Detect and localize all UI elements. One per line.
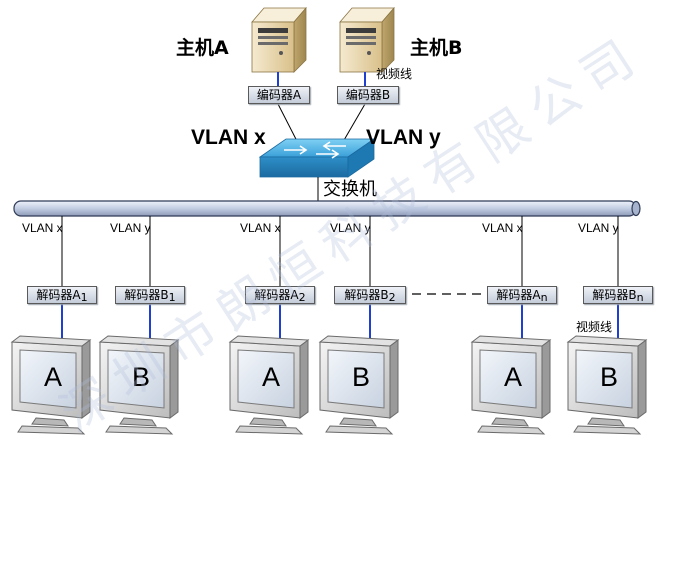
decoder-index: 2 <box>388 291 396 304</box>
encoder-b: 编码器B <box>337 86 399 104</box>
decoder-box: 解码器B2 <box>334 286 406 304</box>
decoder-label: 解码器A <box>496 288 541 302</box>
host-b-label: 主机B <box>410 37 463 59</box>
decoder-index: n <box>540 291 548 304</box>
host-a-computer-icon <box>251 6 307 73</box>
decoder-index: n <box>636 291 644 304</box>
vlan-x-label: VLAN x <box>191 126 266 149</box>
drop-vlan-label: VLAN x <box>482 221 523 235</box>
decoder-box: 解码器A1 <box>27 286 97 304</box>
monitor-letter: B <box>599 362 618 392</box>
vlan-y-label: VLAN y <box>366 126 441 149</box>
decoder-index: 1 <box>168 291 176 304</box>
drop-vlan-label: VLAN x <box>240 221 281 235</box>
network-switch-icon <box>258 138 376 178</box>
monitor-icon <box>470 335 552 435</box>
monitor-letter: A <box>43 362 62 392</box>
decoder-index: 1 <box>80 291 88 304</box>
monitor-icon <box>228 335 310 435</box>
monitor-letter: A <box>503 362 522 392</box>
encoder-a: 编码器A <box>248 86 310 104</box>
decoder-label: 解码器B <box>124 288 169 302</box>
monitor-letter: A <box>261 362 280 392</box>
network-bus <box>13 200 641 217</box>
host-b-computer-icon <box>339 6 395 73</box>
monitor-icon <box>318 335 400 435</box>
monitor-icon <box>10 335 92 435</box>
drop-vlan-label: VLAN x <box>22 221 63 235</box>
decoder-box: 解码器B1 <box>115 286 185 304</box>
diagram: 主机A 主机B 视频线 编码器A 编码器B VLAN x VLAN y 交换机 … <box>10 6 654 443</box>
monitor-icon <box>566 335 648 435</box>
drop-vlan-label: VLAN y <box>330 221 371 235</box>
decoder-label: 解码器B <box>344 288 389 302</box>
decoder-label: 解码器A <box>254 288 299 302</box>
switch-label: 交换机 <box>323 179 377 200</box>
decoder-label: 解码器B <box>592 288 637 302</box>
drop-vlan-label: VLAN y <box>110 221 151 235</box>
monitor-letter: B <box>351 362 370 392</box>
decoder-box: 解码器Bn <box>583 286 653 304</box>
decoder-box: 解码器A2 <box>245 286 315 304</box>
decoder-box: 解码器An <box>487 286 557 304</box>
decoder-label: 解码器A <box>36 288 81 302</box>
top-video-line-label: 视频线 <box>376 67 413 81</box>
monitor-icon <box>98 335 180 435</box>
diagram-svg <box>10 6 648 435</box>
decoder-index: 2 <box>298 291 306 304</box>
monitor-letter: B <box>131 362 150 392</box>
bottom-video-line-label: 视频线 <box>576 320 613 334</box>
drop-vlan-label: VLAN y <box>578 221 619 235</box>
host-a-label: 主机A <box>176 37 229 59</box>
